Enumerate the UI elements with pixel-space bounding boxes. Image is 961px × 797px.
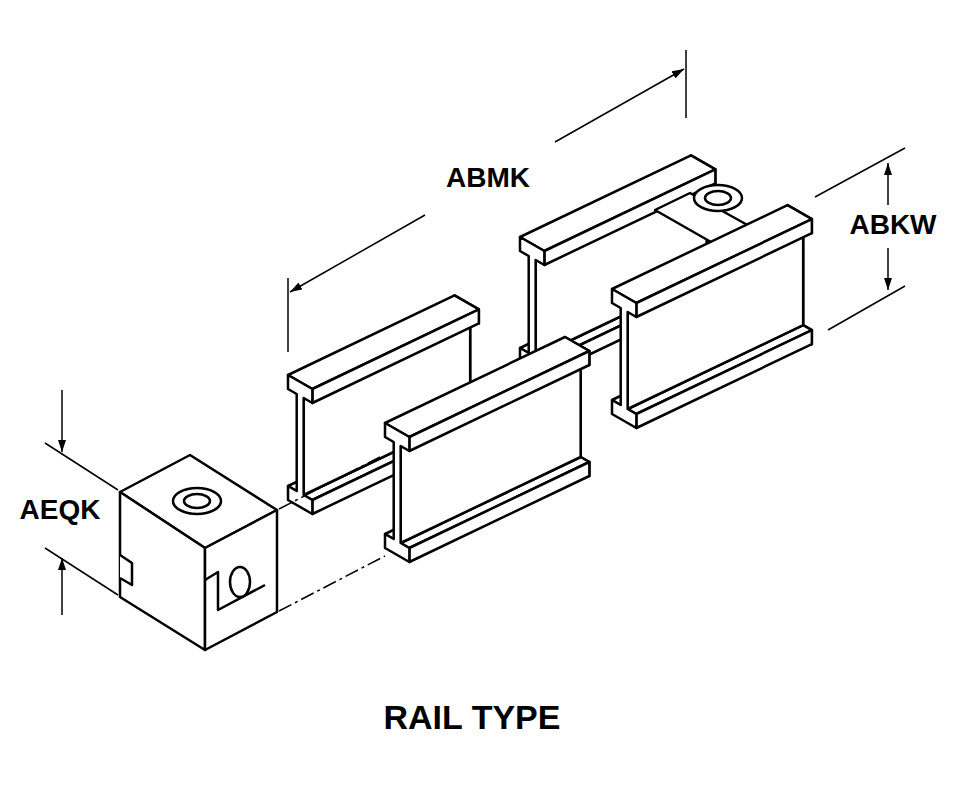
rail-section	[385, 337, 589, 562]
guide-line	[279, 457, 385, 611]
dimension-label: AEQK	[17, 495, 104, 526]
end-block	[120, 455, 277, 650]
caption: RAIL TYPE	[381, 699, 564, 736]
dimension-line	[45, 50, 905, 615]
rail-section	[612, 205, 812, 428]
dimension-label: ABKW	[846, 210, 939, 241]
dimension-label: ABMK	[443, 163, 533, 194]
